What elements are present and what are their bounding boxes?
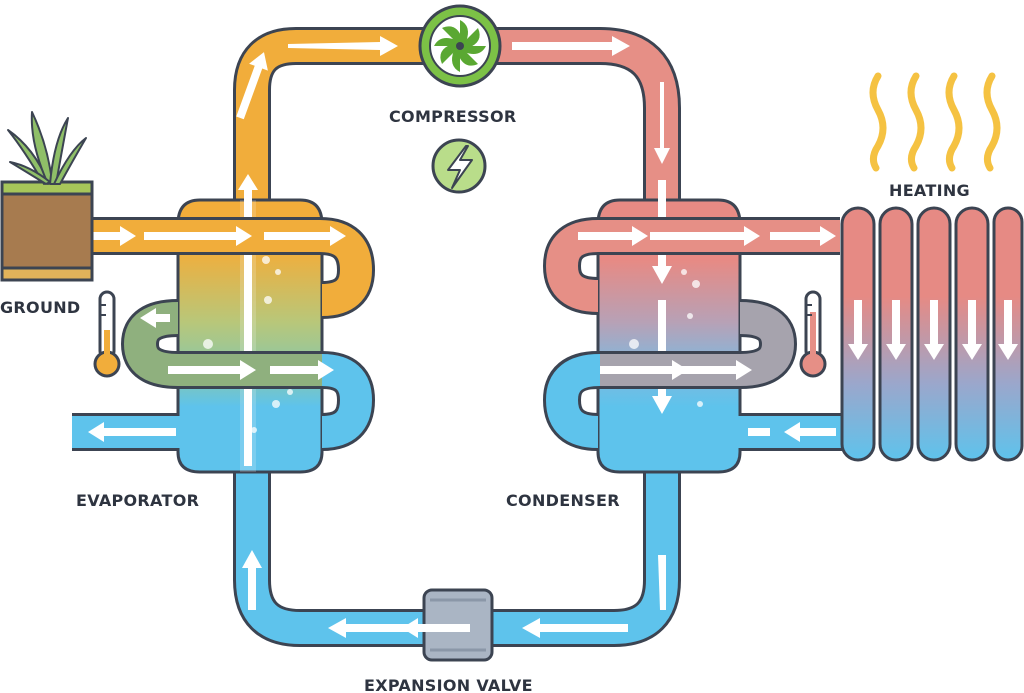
- compressor: [418, 4, 502, 88]
- radiator-icon: [840, 206, 1024, 462]
- fan-icon: [434, 20, 486, 72]
- lightning-icon: [431, 138, 487, 194]
- label-expansion-valve: EXPANSION VALVE: [364, 676, 533, 693]
- ground-block: [0, 111, 94, 282]
- label-condenser: CONDENSER: [506, 491, 620, 510]
- ground-coil-pipe: [60, 217, 376, 451]
- heat-waves-icon: [869, 72, 1001, 172]
- loop-flow-arrows: [236, 36, 670, 638]
- label-evaporator: EVAPORATOR: [76, 491, 199, 510]
- label-ground: GROUND: [0, 298, 81, 317]
- label-compressor: COMPRESSOR: [389, 107, 517, 126]
- label-heating: HEATING: [889, 181, 970, 200]
- thermometer-cold: [93, 290, 121, 378]
- plant-icon: [7, 111, 87, 185]
- evaporator: [176, 174, 324, 474]
- heating-coil-pipe: [542, 217, 842, 451]
- thermometer-hot: [799, 290, 827, 378]
- expansion-valve: [402, 588, 494, 662]
